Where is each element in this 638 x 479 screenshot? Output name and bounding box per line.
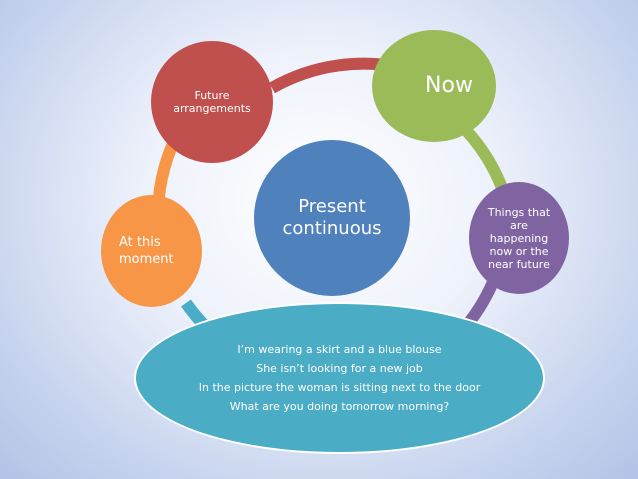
node-now-label: Now <box>425 73 473 98</box>
node-now: Now <box>372 30 496 142</box>
node-future-arrangements: Future arrangements <box>151 41 273 163</box>
node-things-happening-label: Things that are happening now or the nea… <box>487 205 551 271</box>
node-at-this-moment: At this moment <box>101 195 202 307</box>
node-things-happening: Things that are happening now or the nea… <box>469 182 569 294</box>
node-future-arrangements-label: Future arrangements <box>173 89 251 115</box>
example-line: What are you doing tomorrow morning? <box>229 400 450 413</box>
node-present-continuous: Present continuous <box>254 140 410 296</box>
example-line: I’m wearing a skirt and a blue blouse <box>237 343 442 356</box>
node-present-continuous-label: Present continuous <box>282 196 382 239</box>
examples-list: I’m wearing a skirt and a blue blouse Sh… <box>199 340 481 416</box>
examples-oval: I’m wearing a skirt and a blue blouse Sh… <box>134 302 545 454</box>
example-line: She isn’t looking for a new job <box>256 362 423 375</box>
example-line: In the picture the woman is sitting next… <box>198 381 481 394</box>
node-at-this-moment-label: At this moment <box>119 235 174 267</box>
